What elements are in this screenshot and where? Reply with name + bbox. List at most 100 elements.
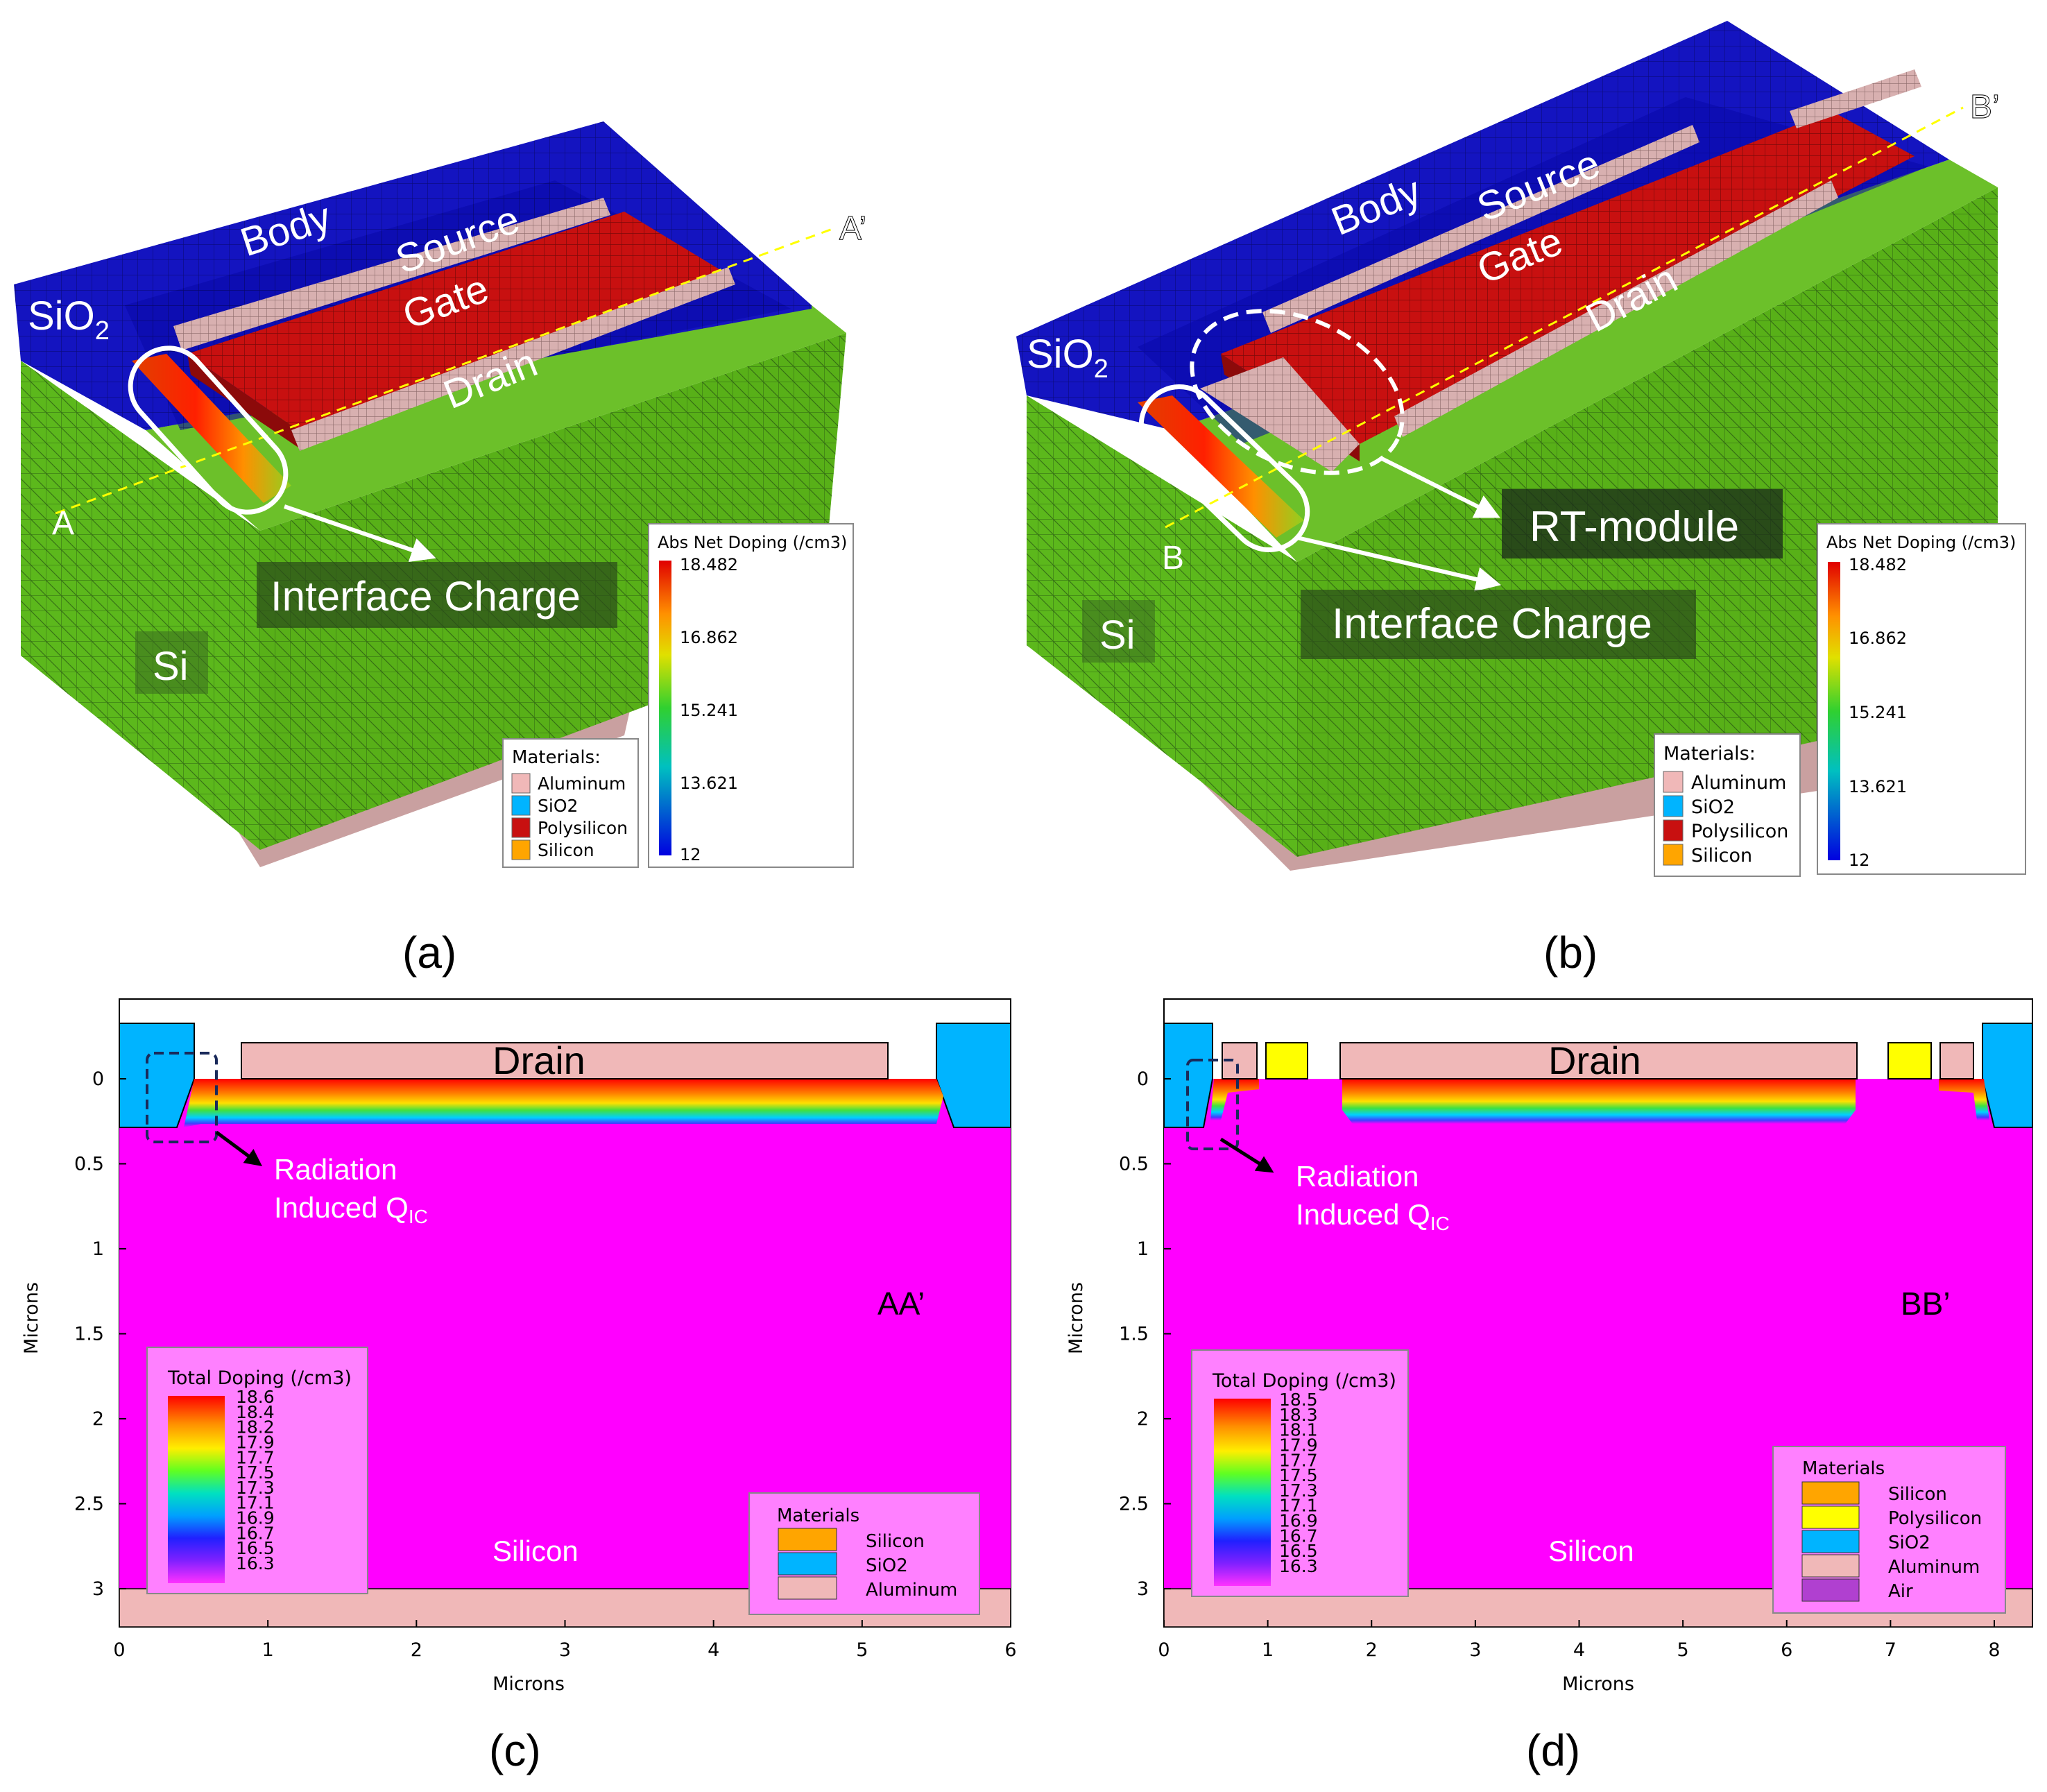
- x-tick-label: 0: [1158, 1639, 1170, 1661]
- annotation-line2-d: Induced QIC: [1296, 1198, 1450, 1234]
- caption-c: (c): [489, 1725, 541, 1775]
- al-contact-right-d: [1939, 1042, 1974, 1080]
- cut-end-a: A’: [839, 210, 866, 247]
- material-item-d: Aluminum: [1888, 1557, 1980, 1578]
- doping-legend-c: Total Doping (/cm3) 18.618.418.217.917.7…: [146, 1347, 368, 1594]
- caption-d: (d): [1526, 1725, 1580, 1775]
- materials-title-b: Materials:: [1663, 743, 1756, 765]
- doping-legend-value: 18.5: [1279, 1390, 1318, 1410]
- doping-legend-value: 16.3: [236, 1553, 275, 1573]
- cut-label-c: AA’: [877, 1286, 925, 1322]
- material-item-a: SiO2: [538, 796, 578, 816]
- doping-legend-value: 16.5: [236, 1538, 275, 1558]
- materials-legend-a: Materials: Aluminum SiO2 Polysilicon Sil…: [502, 738, 639, 868]
- y-tick-label: 0.5: [74, 1154, 104, 1175]
- callout-box-b: [1301, 590, 1696, 659]
- y-tick-label: 3: [1137, 1578, 1149, 1600]
- cut-label-d: BB’: [1901, 1286, 1951, 1322]
- doping-legend-value: 17.5: [236, 1462, 275, 1483]
- doping-legend-value: 18.6: [236, 1387, 275, 1407]
- doping-legend-value: 16.7: [236, 1523, 275, 1543]
- x-tick-label: 1: [262, 1639, 274, 1661]
- al-contact-left-d: [1222, 1042, 1258, 1080]
- poly-contact-left-d: [1265, 1042, 1308, 1080]
- material-item-b: Polysilicon: [1691, 821, 1788, 842]
- doping-legend-value: 16.5: [1279, 1541, 1318, 1561]
- callout2-label-b: RT-module: [1530, 503, 1739, 551]
- annotation-line1-d: Radiation: [1296, 1160, 1419, 1193]
- sio2-label-b: SiO2: [1027, 332, 1108, 384]
- x-tick-label: 3: [559, 1639, 571, 1661]
- materials-title-c: Materials: [777, 1505, 859, 1526]
- y-tick-label: 2: [1137, 1408, 1149, 1430]
- si-label-a: Si: [153, 644, 189, 689]
- caption-a: (a): [402, 928, 456, 978]
- y-tick-label: 1.5: [1119, 1324, 1149, 1345]
- interface-highlight-b: [1138, 384, 1310, 553]
- x-tick-label: 5: [856, 1639, 868, 1661]
- y-tick-label: 1: [1137, 1238, 1149, 1260]
- colorbar-tick-b: 16.862: [1849, 629, 1907, 648]
- colorbar-tick-a: 18.482: [680, 555, 738, 574]
- doping-legend-title-d: Total Doping (/cm3): [1212, 1370, 1396, 1392]
- doping-legend-value: 18.4: [236, 1402, 275, 1422]
- doping-legend-value: 17.1: [1279, 1496, 1318, 1516]
- drain-contact-d: [1339, 1042, 1858, 1080]
- x-tick-label: 6: [1781, 1639, 1792, 1661]
- panel-b: Body Source Gate Drain SiO2 Si B B’ RT-m…: [1016, 21, 2026, 978]
- y-tick-label: 0: [92, 1068, 104, 1090]
- doping-legend-value: 16.9: [1279, 1511, 1318, 1531]
- interface-strip-a: [132, 354, 291, 503]
- doping-legend-value: 17.1: [236, 1493, 275, 1513]
- colorbar-tick-b: 15.241: [1849, 703, 1907, 722]
- materials-title-d: Materials: [1802, 1458, 1885, 1479]
- drain-label-c: Drain: [493, 1039, 585, 1082]
- colorbar-title-b: Abs Net Doping (/cm3): [1826, 533, 2016, 552]
- y-tick-label: 2: [92, 1408, 104, 1430]
- panel-d: Drain Radiation Induced QIC BB’ Silicon …: [1065, 998, 2033, 1775]
- material-item-c: SiO2: [866, 1555, 908, 1576]
- annotation-line1-c: Radiation: [274, 1153, 397, 1186]
- x-tick-label: 3: [1469, 1639, 1481, 1661]
- doped-region-d: [1342, 1079, 1856, 1124]
- sio2-right-d: [1982, 1023, 2033, 1128]
- qic-arrow-c: [215, 1130, 263, 1166]
- silicon-label-d: Silicon: [1548, 1535, 1634, 1567]
- doping-legend-value: 17.7: [1279, 1450, 1318, 1470]
- caption-b: (b): [1543, 928, 1598, 978]
- y-tick-label: 1: [92, 1238, 104, 1260]
- cutline-a: [55, 228, 833, 515]
- si-top-a: [146, 305, 846, 531]
- material-item-d: Silicon: [1888, 1484, 1947, 1505]
- material-item-b: Aluminum: [1691, 772, 1786, 794]
- x-tick-label: 7: [1885, 1639, 1896, 1661]
- cut-start-b: B: [1162, 540, 1184, 577]
- colorbar-title-a: Abs Net Doping (/cm3): [658, 533, 847, 552]
- sio2-right-c: [936, 1023, 1011, 1128]
- doped-region-c: [184, 1079, 943, 1127]
- y-tick-label: 0.5: [1119, 1154, 1149, 1175]
- sio2-left-c: [119, 1023, 195, 1128]
- materials-title-a: Materials:: [512, 747, 601, 768]
- y-tick-label: 2.5: [1119, 1494, 1149, 1515]
- annotation-line2-c: Induced QIC: [274, 1191, 428, 1227]
- material-item-c: Silicon: [866, 1531, 925, 1552]
- doping-legend-title-c: Total Doping (/cm3): [167, 1367, 352, 1389]
- material-item-a: Silicon: [538, 840, 594, 860]
- materials-legend-c: Materials Silicon SiO2 Aluminum: [748, 1492, 980, 1615]
- rt-arrow-b: [1379, 456, 1500, 518]
- xlabel-c: Microns: [493, 1673, 565, 1695]
- cutline-b: [1165, 106, 1964, 529]
- callout-label-a: Interface Charge: [271, 573, 581, 620]
- colorbar-tick-a: 13.621: [680, 774, 738, 793]
- doping-legend-value: 17.7: [236, 1447, 275, 1467]
- doping-legend-value: 16.7: [1279, 1526, 1318, 1546]
- cut-end-b: B’: [1970, 89, 2000, 126]
- materials-legend-b: Materials: Aluminum SiO2 Polysilicon Sil…: [1654, 733, 1801, 877]
- doping-legend-value: 18.2: [236, 1417, 275, 1437]
- interface-strip-b: [1138, 395, 1304, 538]
- poly-contact-right-d: [1887, 1042, 1932, 1080]
- doping-legend-value: 17.3: [1279, 1480, 1318, 1501]
- x-tick-label: 2: [1366, 1639, 1378, 1661]
